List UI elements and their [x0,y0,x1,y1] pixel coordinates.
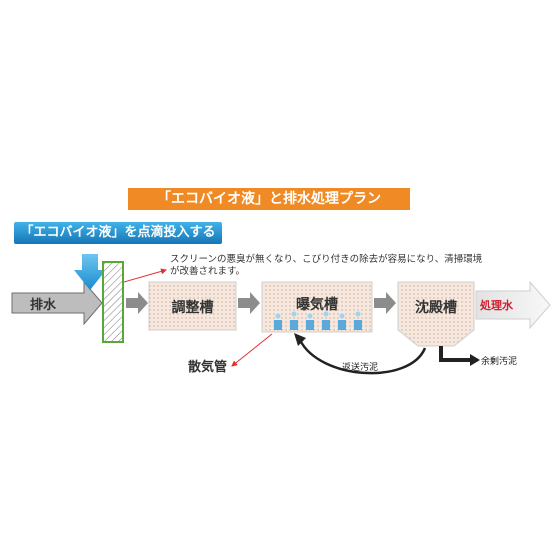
return-sludge-label: 返送汚泥 [342,363,379,373]
excess-sludge-label: 余剰汚泥 [481,357,518,367]
tank1-box [148,281,237,331]
tank3-box [397,281,475,347]
effluent-label: 処理水 [480,299,513,312]
tank2-label: 曝気槽 [296,297,338,313]
effluent-arrow [475,280,551,330]
title-banner: 「エコバイオ液」と排水処理プラン [128,188,410,210]
aeration-bubbles [274,311,362,330]
return-sludge-arrow [298,339,427,375]
arrow-tank2-to-tank3 [374,292,396,314]
excess-sludge-arrow [439,346,470,362]
arrow-screen-to-tank1 [126,292,148,314]
dose-banner: 「エコバイオ液」を点滴投入する [14,222,222,244]
dosing-down-arrow [74,254,106,290]
note-pointer-line [123,268,167,283]
inflow-arrow [11,280,103,326]
tank3-label: 沈殿槽 [415,300,457,316]
aeration-pipe-label: 散気管 [188,360,228,375]
screen-filter [102,261,124,343]
aeration-pointer-line [231,333,273,367]
arrow-tank1-to-tank2 [238,292,260,314]
return-sludge-arrowhead [294,333,306,346]
tank1-label: 調整槽 [171,300,214,316]
excess-sludge-arrowhead [470,354,480,366]
inflow-label: 排水 [29,298,56,313]
screen-benefit-note: スクリーンの悪臭が無くなり、こびり付きの除去が容易になり、清掃環境が改善されます… [170,254,483,277]
